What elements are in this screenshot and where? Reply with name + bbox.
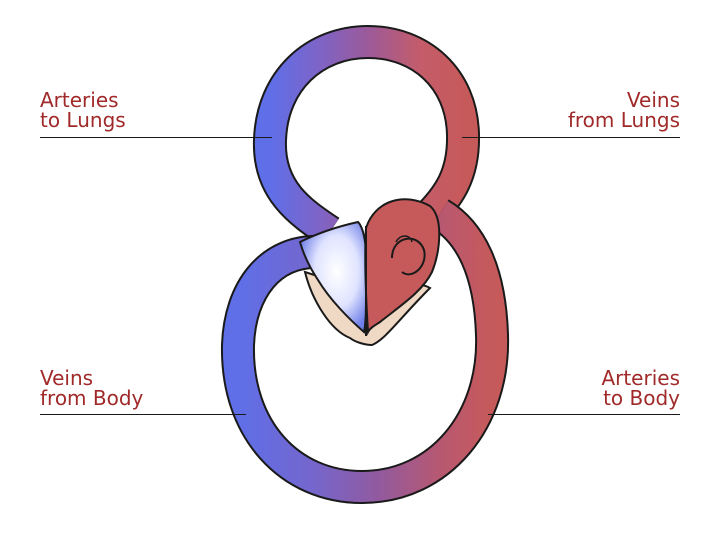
label-arteries-to-body: Arteries to Body: [601, 368, 680, 408]
label-line: from Lungs: [567, 108, 680, 132]
label-line: to Lungs: [40, 108, 126, 132]
label-line: Veins: [626, 88, 680, 112]
leader-veins-from-body: [40, 414, 246, 415]
label-veins-from-lungs: Veins from Lungs: [568, 90, 680, 130]
heart: [298, 198, 441, 347]
leader-veins-from-lungs: [462, 137, 680, 138]
label-line: Arteries: [601, 366, 680, 390]
leader-arteries-to-lungs: [40, 137, 272, 138]
label-line: to Body: [603, 386, 680, 410]
systemic-loop: [220, 199, 510, 504]
label-arteries-to-lungs: Arteries to Lungs: [40, 90, 126, 130]
label-line: from Body: [40, 386, 144, 410]
label-line: Veins: [40, 366, 94, 390]
label-veins-from-body: Veins from Body: [40, 368, 143, 408]
leader-arteries-to-body: [488, 414, 680, 415]
label-line: Arteries: [40, 88, 119, 112]
pulmonary-loop: [252, 25, 481, 247]
